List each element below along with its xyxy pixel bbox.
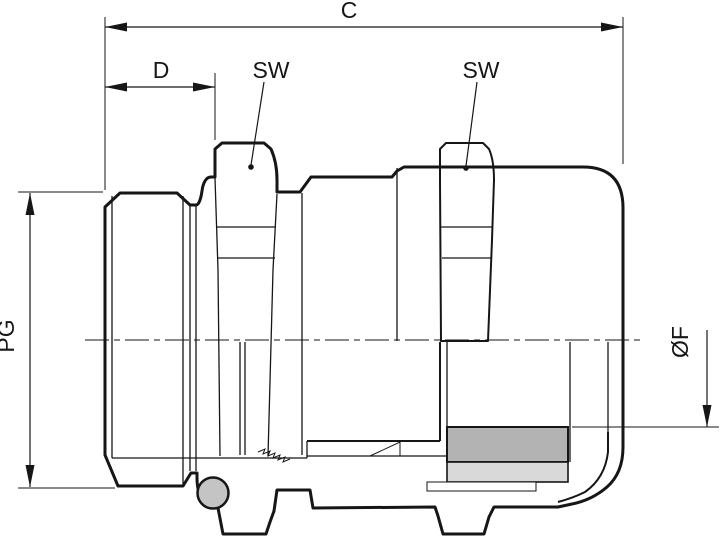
lamella-insert — [257, 441, 447, 463]
o-ring — [196, 476, 230, 510]
leader-sw-rear: SW — [462, 57, 500, 171]
label-sw-rear: SW — [462, 57, 499, 83]
dimension-f: ØF — [572, 326, 719, 428]
dimension-c: C — [104, 0, 624, 190]
label-d: D — [153, 57, 170, 83]
seal-cavity — [446, 342, 571, 462]
hex-rear — [439, 142, 495, 342]
label-f: ØF — [667, 326, 693, 358]
dimension-pg: PG — [0, 191, 115, 489]
clamp-seal-block — [426, 426, 569, 492]
cap-interior-gap — [557, 342, 609, 503]
bore-section — [107, 342, 441, 459]
hex-front-facets — [216, 226, 276, 259]
label-pg: PG — [0, 319, 19, 352]
thread-serration — [257, 448, 291, 463]
leader-sw-front: SW — [248, 57, 290, 170]
label-c: C — [341, 0, 358, 23]
dimension-d: D — [105, 57, 216, 140]
label-sw-front: SW — [252, 57, 289, 83]
internal-edges — [111, 168, 398, 485]
